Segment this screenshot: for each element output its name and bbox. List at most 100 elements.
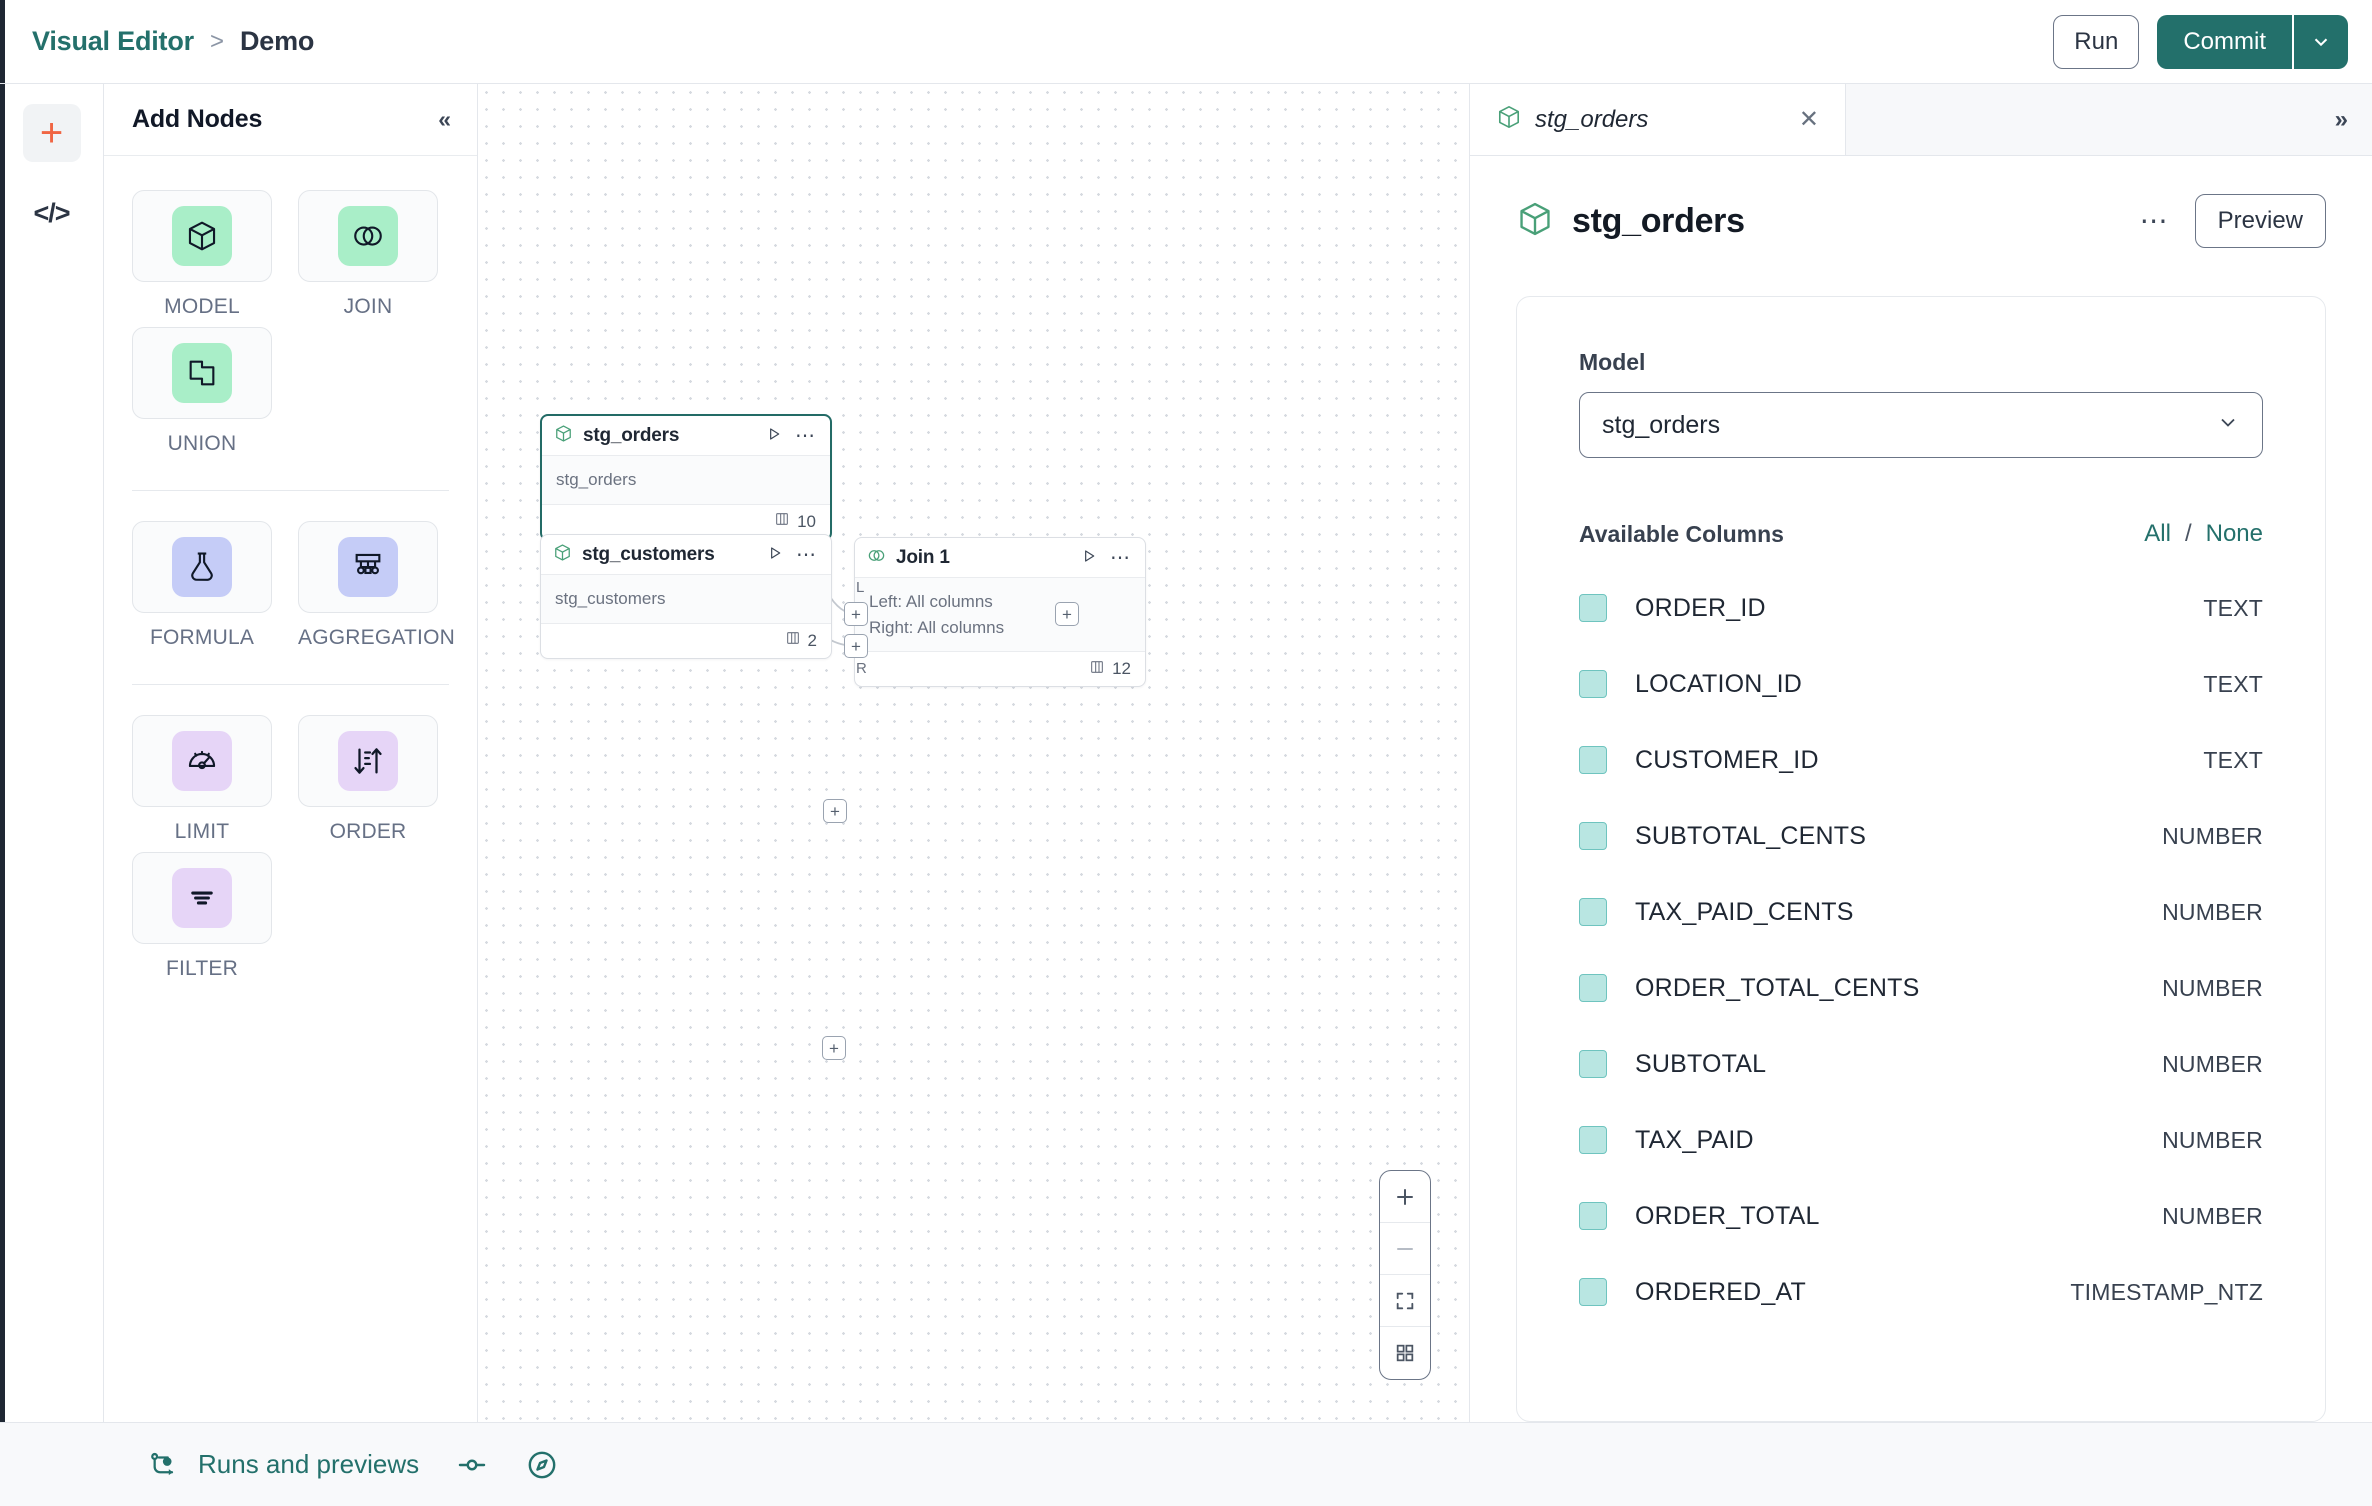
code-view-rail-button[interactable]: </> — [23, 184, 81, 242]
breadcrumb-visual-editor[interactable]: Visual Editor — [32, 26, 194, 56]
run-node-play-icon[interactable] — [766, 426, 782, 445]
join-tile[interactable] — [298, 190, 438, 282]
add-nodes-header: Add Nodes « — [104, 84, 477, 156]
run-button[interactable]: Run — [2053, 14, 2140, 69]
formula-label: FORMULA — [149, 626, 255, 649]
column-row[interactable]: SUBTOTAL_CENTS NUMBER — [1579, 798, 2263, 874]
select-all-link[interactable]: All — [2144, 520, 2171, 547]
node-actions: ⋯ — [767, 543, 817, 566]
icon-rail: + </> — [0, 84, 104, 1422]
filter-icon — [172, 868, 232, 928]
model-tile[interactable] — [132, 190, 272, 282]
column-checkbox[interactable] — [1579, 822, 1607, 850]
node-header: stg_orders ⋯ — [542, 416, 830, 456]
sort-icon — [338, 731, 398, 791]
join-label: JOIN — [343, 295, 393, 318]
column-row[interactable]: TAX_PAID_CENTS NUMBER — [1579, 874, 2263, 950]
fit-view-button[interactable] — [1380, 1275, 1430, 1327]
run-node-play-icon[interactable] — [767, 545, 783, 564]
output-port-stg-orders[interactable]: + — [823, 799, 847, 823]
column-checkbox[interactable] — [1579, 898, 1607, 926]
node-palette-item-union[interactable]: UNION — [132, 327, 272, 456]
edge-layer — [760, 477, 857, 647]
column-checkbox[interactable] — [1579, 670, 1607, 698]
column-checkbox[interactable] — [1579, 746, 1607, 774]
node-palette-item-model[interactable]: MODEL — [132, 190, 272, 319]
flask-icon — [172, 537, 232, 597]
filter-tile[interactable] — [132, 852, 272, 944]
node-palette-item-formula[interactable]: FORMULA — [132, 521, 272, 650]
column-name: CUSTOMER_ID — [1635, 745, 1819, 774]
model-select[interactable]: stg_orders — [1579, 392, 2263, 458]
model-label: MODEL — [164, 295, 240, 318]
node-menu-icon[interactable]: ⋯ — [796, 543, 817, 566]
runs-and-previews-button[interactable]: Runs and previews — [148, 1449, 419, 1481]
column-type: TEXT — [2203, 746, 2263, 773]
flow-node-stg-orders[interactable]: stg_orders ⋯ stg_orders 10 — [540, 414, 847, 823]
zoom-out-button[interactable] — [1380, 1223, 1430, 1275]
node-column-count: 2 — [807, 630, 817, 650]
column-row[interactable]: TAX_PAID NUMBER — [1579, 1102, 2263, 1178]
node-palette-item-join[interactable]: JOIN — [298, 190, 438, 319]
column-row[interactable]: ORDERED_AT TIMESTAMP_NTZ — [1579, 1254, 2263, 1330]
node-actions: ⋯ — [1081, 546, 1131, 569]
column-type: TEXT — [2203, 594, 2263, 621]
add-node-rail-button[interactable]: + — [22, 104, 81, 162]
commit-dropdown-chevron-down-icon[interactable] — [2292, 14, 2348, 69]
flow-node-stg-customers[interactable]: stg_customers ⋯ stg_customers 2 — [540, 534, 846, 1060]
collapse-panel-icon[interactable]: « — [438, 106, 451, 132]
commit-button[interactable]: Commit — [2157, 14, 2292, 69]
column-row[interactable]: CUSTOMER_ID TEXT — [1579, 722, 2263, 798]
union-tile[interactable] — [132, 327, 272, 419]
column-row[interactable]: LOCATION_ID TEXT — [1579, 646, 2263, 722]
column-checkbox[interactable] — [1579, 974, 1607, 1002]
column-checkbox[interactable] — [1579, 1050, 1607, 1078]
join-input-port-right[interactable]: + — [844, 634, 868, 658]
filter-label: FILTER — [166, 957, 238, 980]
node-group-row-ops: LIMIT ORDER — [132, 715, 449, 989]
limit-tile[interactable] — [132, 715, 272, 807]
column-row[interactable]: ORDER_TOTAL NUMBER — [1579, 1178, 2263, 1254]
column-row[interactable]: ORDER_TOTAL_CENTS NUMBER — [1579, 950, 2263, 1026]
join-input-port-left[interactable]: + — [844, 602, 868, 626]
aggregation-label: AGGREGATION — [298, 626, 455, 649]
node-palette-item-filter[interactable]: FILTER — [132, 852, 272, 981]
columns-icon — [1089, 659, 1105, 680]
union-shapes-icon — [172, 343, 232, 403]
output-port-stg-customers[interactable]: + — [822, 1036, 846, 1060]
select-none-link[interactable]: None — [2205, 520, 2263, 547]
flow-node-join-1[interactable]: Join 1 ⋯ Left: All columns Right: All co… — [854, 537, 1146, 687]
aggregation-tile[interactable] — [298, 521, 438, 613]
expand-panel-icon[interactable]: » — [2334, 105, 2348, 133]
formula-tile[interactable] — [132, 521, 272, 613]
column-checkbox[interactable] — [1579, 594, 1607, 622]
column-row[interactable]: ORDER_ID TEXT — [1579, 570, 2263, 646]
run-node-play-icon[interactable] — [1081, 548, 1097, 567]
minimap-toggle-button[interactable] — [1380, 1327, 1430, 1379]
column-name: ORDER_TOTAL_CENTS — [1635, 973, 1920, 1002]
column-checkbox[interactable] — [1579, 1278, 1607, 1306]
close-icon[interactable]: ✕ — [1798, 106, 1819, 133]
breadcrumb-demo[interactable]: Demo — [239, 26, 315, 56]
join-output-port[interactable]: + — [1055, 602, 1079, 626]
column-type: NUMBER — [2162, 1050, 2263, 1077]
node-palette-item-limit[interactable]: LIMIT — [132, 715, 272, 844]
model-field-label: Model — [1579, 349, 1646, 375]
panel-menu-icon[interactable]: ⋯ — [2139, 205, 2169, 236]
slider-toggle-icon[interactable] — [455, 1448, 489, 1482]
details-panel: stg_orders ✕ » stg_orders ⋯ Preview — [1470, 84, 2372, 1422]
node-menu-icon[interactable]: ⋯ — [795, 424, 816, 447]
join-left-port-label: L — [856, 579, 865, 596]
column-checkbox[interactable] — [1579, 1202, 1607, 1230]
node-palette-item-order[interactable]: ORDER — [298, 715, 438, 844]
zoom-in-button[interactable] — [1380, 1171, 1430, 1223]
column-row[interactable]: SUBTOTAL NUMBER — [1579, 1026, 2263, 1102]
node-palette-item-aggregation[interactable]: AGGREGATION — [298, 521, 455, 650]
preview-button[interactable]: Preview — [2194, 194, 2326, 248]
flow-canvas[interactable]: stg_orders ⋯ stg_orders 10 — [478, 84, 1470, 1422]
order-tile[interactable] — [298, 715, 438, 807]
tab-stg-orders[interactable]: stg_orders ✕ — [1470, 84, 1846, 155]
node-menu-icon[interactable]: ⋯ — [1110, 546, 1131, 569]
column-checkbox[interactable] — [1579, 1126, 1607, 1154]
compass-icon[interactable] — [525, 1448, 559, 1482]
